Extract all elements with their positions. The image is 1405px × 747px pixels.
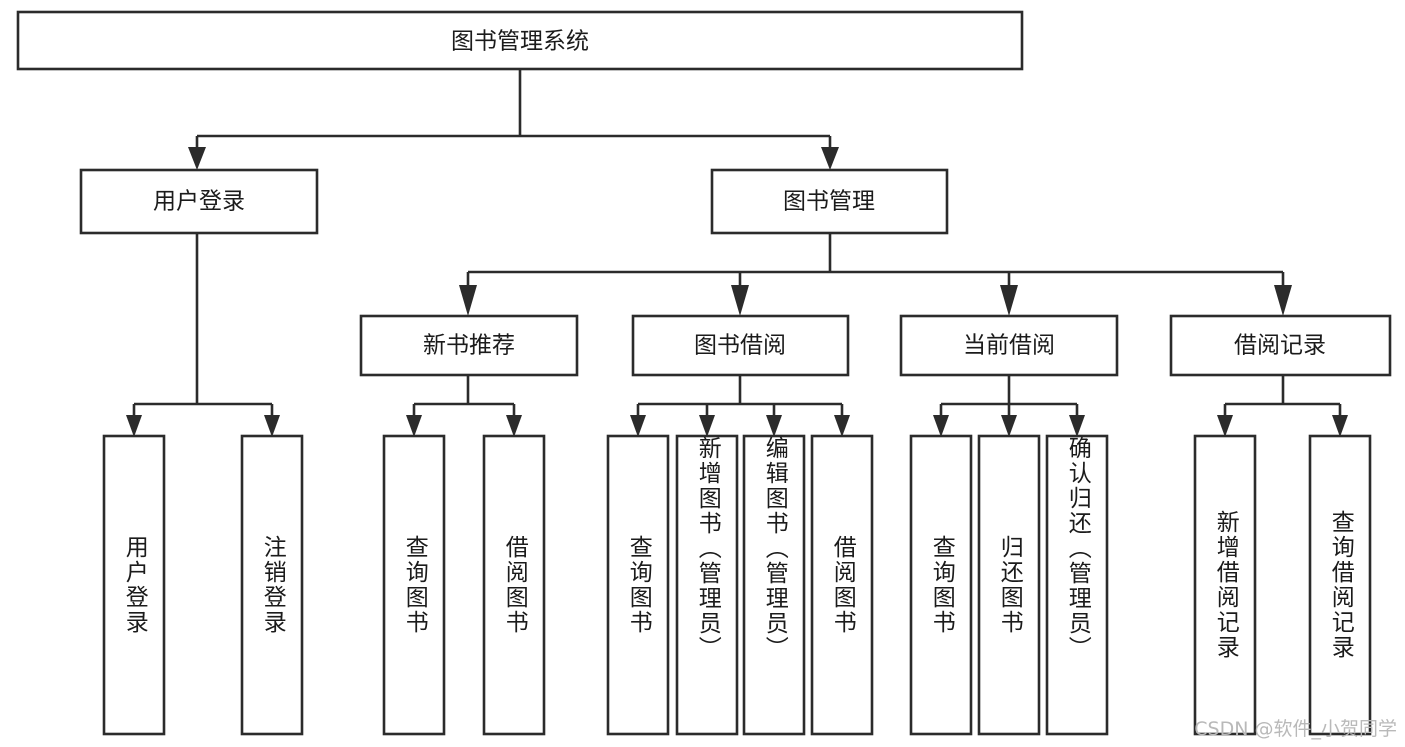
connector-group-book-manage-to-level3 <box>459 233 1292 316</box>
node-box-borrow-record[interactable] <box>1169 314 1392 377</box>
node-box-book-borrow[interactable] <box>631 314 850 377</box>
arrow-br-leaf-1 <box>1217 415 1233 437</box>
arrow-new-book <box>459 285 477 316</box>
arrow-user-login <box>188 147 206 170</box>
leaf-box-bb-query-book[interactable] <box>606 434 670 736</box>
connector-group-user-login-to-leaves <box>126 233 280 437</box>
arrow-cb-leaf-1 <box>933 415 949 437</box>
leaf-box-nb-borrow-book[interactable] <box>482 434 546 736</box>
leaf-box-cb-query-book[interactable] <box>909 434 973 736</box>
node-box-current-borrow[interactable] <box>899 314 1119 377</box>
arrow-book-manage <box>821 147 839 170</box>
arrow-cb-leaf-3 <box>1069 415 1085 437</box>
arrow-borrow-record <box>1274 285 1292 316</box>
node-label-current-borrow: 当前借阅 <box>963 333 1055 359</box>
leaf-box-br-add-record[interactable] <box>1193 434 1257 736</box>
arrow-book-borrow <box>731 285 749 316</box>
leaf-box-bb-add-book[interactable] <box>675 434 739 736</box>
leaf-box-nb-query-book[interactable] <box>382 434 446 736</box>
arrow-cb-leaf-2 <box>1001 415 1017 437</box>
arrow-leaf-logout <box>264 415 280 437</box>
leaf-box-logout[interactable] <box>240 434 304 736</box>
leaf-box-cb-return-book[interactable] <box>977 434 1041 736</box>
arrow-bb-leaf-3 <box>766 415 782 437</box>
node-label-book-manage: 图书管理 <box>783 189 875 215</box>
arrow-bb-leaf-4 <box>834 415 850 437</box>
connector-group-root-to-level2 <box>188 69 839 170</box>
leaf-box-bb-borrow-book[interactable] <box>810 434 874 736</box>
arrow-nb-leaf-1 <box>406 415 422 437</box>
watermark-text: CSDN @软件_小贺同学 <box>1194 718 1397 740</box>
leaf-box-br-query-record[interactable] <box>1308 434 1372 736</box>
node-label-root: 图书管理系统 <box>451 29 589 55</box>
connector-group-new-book-to-leaves <box>406 376 522 437</box>
arrow-current-borrow <box>1000 285 1018 316</box>
node-box-root[interactable] <box>16 10 1024 71</box>
leaf-box-cb-confirm-return[interactable] <box>1045 434 1109 736</box>
arrow-br-leaf-2 <box>1332 415 1348 437</box>
arrow-bb-leaf-1 <box>630 415 646 437</box>
arrow-nb-leaf-2 <box>506 415 522 437</box>
node-label-book-borrow: 图书借阅 <box>694 333 786 359</box>
leaf-box-user-login[interactable] <box>102 434 166 736</box>
arrow-leaf-user-login <box>126 415 142 437</box>
arrow-bb-leaf-2 <box>699 415 715 437</box>
connector-group-current-borrow-to-leaves <box>933 376 1085 437</box>
node-box-book-manage[interactable] <box>710 168 949 235</box>
connector-group-book-borrow-to-leaves <box>630 376 850 437</box>
node-box-user-login[interactable] <box>79 168 319 235</box>
node-box-new-book[interactable] <box>359 314 579 377</box>
leaf-box-bb-edit-book[interactable] <box>742 434 806 736</box>
node-label-new-book: 新书推荐 <box>423 333 515 359</box>
node-label-borrow-record: 借阅记录 <box>1234 333 1326 359</box>
node-label-user-login: 用户登录 <box>153 189 245 215</box>
connector-group-borrow-record-to-leaves <box>1217 376 1348 437</box>
